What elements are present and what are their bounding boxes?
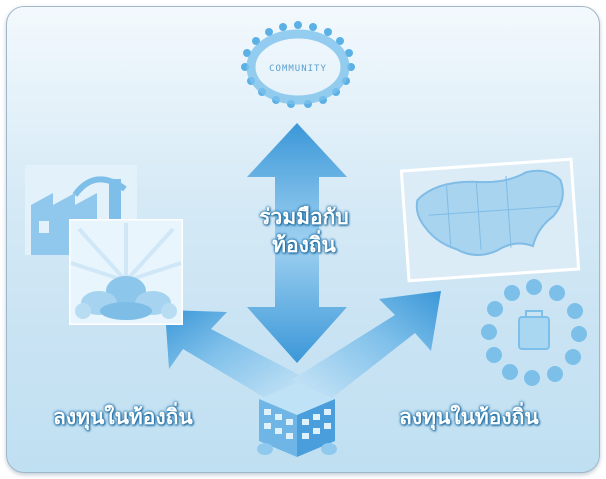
center-label: ร่วมมือกับ ท้องถิ่น	[229, 203, 379, 259]
center-label-line2: ท้องถิ่น	[272, 233, 336, 257]
center-label-line1: ร่วมมือกับ	[259, 205, 349, 229]
left-investment-arrow	[165, 123, 441, 405]
community-text: COMMUNITY	[269, 64, 327, 74]
office-building-icon	[257, 383, 337, 457]
right-label: ลงทุนในท้องถิ่น	[399, 405, 539, 429]
services-circle-icon	[481, 279, 587, 386]
map-image	[399, 157, 581, 283]
diagram-frame: COMMUNITY	[6, 6, 600, 473]
community-ring-icon: COMMUNITY	[241, 21, 355, 108]
produce-image	[69, 219, 183, 325]
left-label: ลงทุนในท้องถิ่น	[53, 405, 193, 429]
